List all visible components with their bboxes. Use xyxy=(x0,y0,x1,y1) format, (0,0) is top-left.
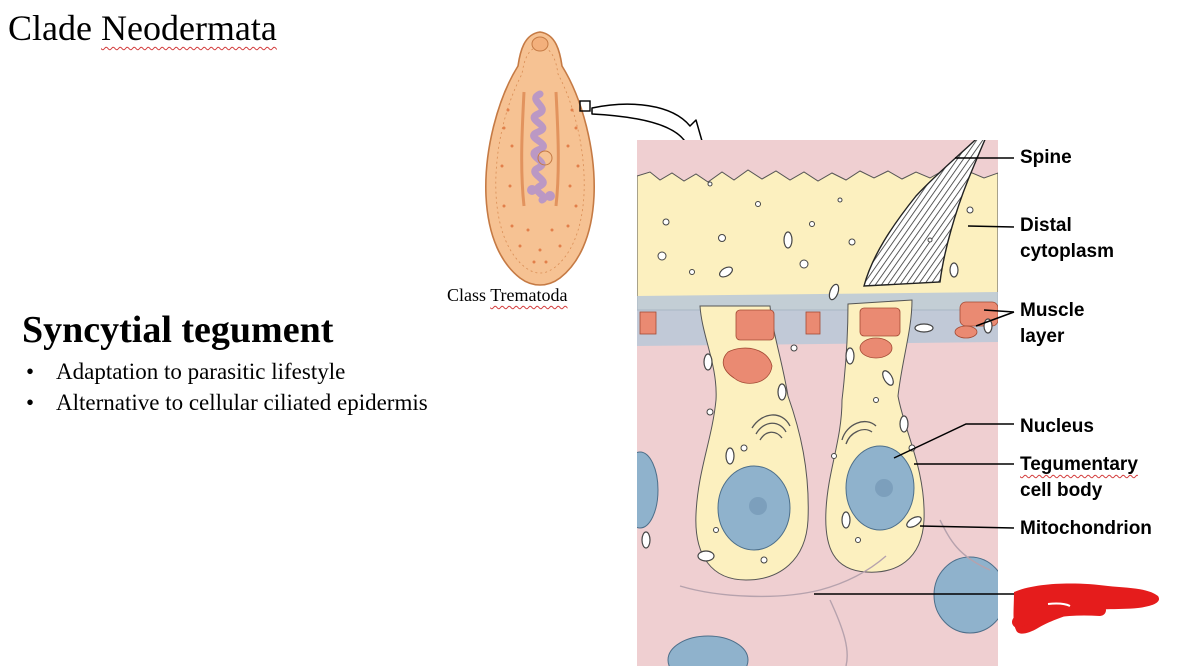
vesicles xyxy=(657,181,974,564)
distal-cytoplasm-leader xyxy=(967,225,1015,228)
label-tegumentary-cell-body-line1: Tegumentary xyxy=(1020,452,1138,478)
label-distal-cytoplasm-line1: Distal xyxy=(1020,215,1072,236)
label-mitochondrion: Mitochondrion xyxy=(1020,518,1152,539)
tegument-tissue-block xyxy=(637,140,998,666)
muscle-layer xyxy=(639,301,998,384)
zoom-region-box xyxy=(579,100,591,112)
organism-uterus xyxy=(530,90,548,204)
mitochondria xyxy=(641,231,993,562)
nucleus-leader xyxy=(893,423,1014,459)
label-muscle-layer-line1: Muscle xyxy=(1020,300,1085,321)
label-muscle-layer-line2: layer xyxy=(1020,326,1065,347)
label-tegumentary-word: Tegumentary xyxy=(1020,454,1138,475)
trematoda-caption: Class Trematoda xyxy=(447,284,568,306)
bullet-list: Adaptation to parasitic lifestyle Altern… xyxy=(24,356,428,418)
trematoda-caption-underlined: Trematoda xyxy=(490,285,568,305)
trematode-organism xyxy=(485,31,595,286)
red-redaction-scribble xyxy=(1012,583,1160,634)
bullet-item: Adaptation to parasitic lifestyle xyxy=(24,356,428,387)
trematoda-caption-plain: Class xyxy=(447,285,491,305)
organism-gut xyxy=(520,91,560,207)
oral-sucker-icon xyxy=(531,36,549,52)
page-title-underlined: Neodermata xyxy=(100,8,277,48)
muscle-layer-leader xyxy=(975,309,1015,327)
page-title-plain: Clade xyxy=(8,8,101,48)
label-nucleus: Nucleus xyxy=(1020,416,1094,437)
label-tegumentary-cell-body-line2: cell body xyxy=(1020,480,1103,501)
label-distal-cytoplasm-line2: cytoplasm xyxy=(1020,241,1114,262)
bullet-item: Alternative to cellular ciliated epiderm… xyxy=(24,387,428,418)
leader-lines xyxy=(814,157,1015,595)
label-spine: Spine xyxy=(1020,147,1072,168)
mitochondrion-leader xyxy=(919,525,1015,529)
spine xyxy=(863,140,986,287)
golgi-apparatus xyxy=(751,414,877,445)
page-title: Clade Neodermata xyxy=(8,6,277,50)
section-heading: Syncytial tegument xyxy=(22,309,334,351)
